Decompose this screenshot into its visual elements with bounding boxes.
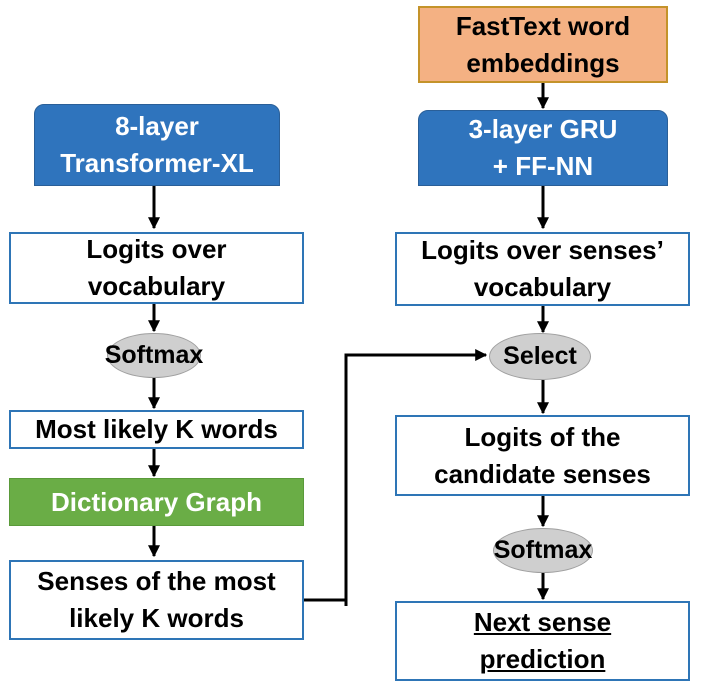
logits-senses-line2: vocabulary [473, 272, 612, 302]
candidates-line1: Logits of the [464, 421, 621, 452]
senses-of-k-words-box: Senses of the most likely K words [9, 560, 304, 640]
next-sense-line1: Next sense [473, 607, 612, 637]
gru-ffnn-box: 3-layer GRU + FF-NN [418, 110, 668, 186]
senses-k-line1: Senses of the most [37, 566, 276, 596]
softmax-left-label: Softmax [104, 341, 204, 369]
transformer-line2: Transformer-XL [60, 148, 254, 178]
transformer-xl-box: 8-layer Transformer-XL [34, 104, 280, 186]
dictionary-graph-box: Dictionary Graph [9, 478, 304, 526]
next-sense-prediction-box: Next sense prediction [395, 601, 690, 681]
logits-vocab-line2: vocabulary [87, 271, 226, 301]
logits-over-vocabulary-box: Logits over vocabulary [9, 232, 304, 304]
select-label: Select [503, 342, 577, 370]
logits-over-senses-box: Logits over senses’ vocabulary [395, 232, 690, 306]
select-oval: Select [489, 333, 591, 380]
most-likely-k-words-box: Most likely K words [9, 410, 304, 449]
candidate-senses-box: Logits of the candidate senses [395, 415, 690, 496]
connector-senses-to-select [304, 349, 488, 602]
candidates-line2: candidate senses [434, 458, 651, 489]
softmax-left-oval: Softmax [104, 333, 204, 378]
transformer-line1: 8-layer [115, 111, 199, 141]
fasttext-line2: embeddings [466, 47, 620, 78]
senses-k-line2: likely K words [69, 603, 244, 633]
logits-senses-line1: Logits over senses’ [421, 235, 664, 265]
softmax-right-label: Softmax [493, 536, 593, 564]
top-k-label: Most likely K words [35, 414, 278, 444]
logits-vocab-line1: Logits over [86, 234, 227, 264]
dictionary-graph-label: Dictionary Graph [51, 486, 262, 517]
next-sense-line2: prediction [479, 644, 606, 674]
softmax-right-oval: Softmax [493, 528, 593, 573]
fasttext-embeddings-box: FastText word embeddings [418, 6, 668, 83]
fasttext-line1: FastText word [455, 10, 631, 41]
gru-line2: + FF-NN [492, 151, 594, 181]
gru-line1: 3-layer GRU [468, 114, 618, 144]
